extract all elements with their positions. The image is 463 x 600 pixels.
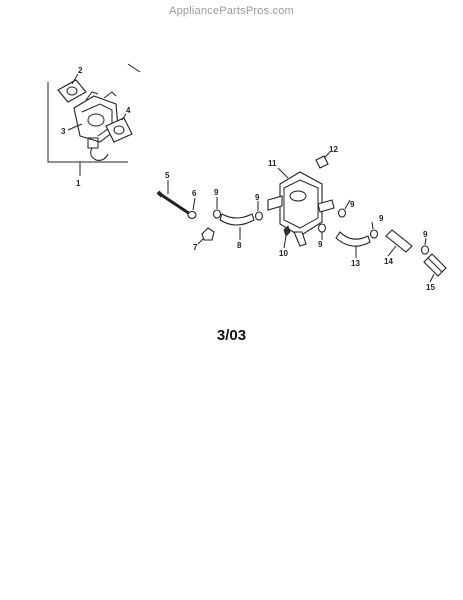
callout-9a: 9 (214, 188, 219, 197)
callout-9c: 9 (350, 200, 355, 209)
callout-5: 5 (165, 171, 170, 180)
callout-14: 14 (384, 257, 393, 266)
carburetor-assembly-group (47, 63, 141, 176)
pin-part[interactable] (283, 225, 291, 237)
bolt-group (156, 180, 197, 220)
hose-14-group (385, 229, 413, 257)
leader-10 (283, 235, 287, 249)
callout-6: 6 (192, 189, 197, 198)
callout-9f: 9 (423, 230, 428, 239)
leader-12 (323, 151, 331, 159)
clamp-part[interactable] (212, 209, 222, 219)
bolt-part[interactable] (159, 192, 191, 216)
date-code: 3/03 (216, 327, 247, 344)
leader-14 (387, 245, 397, 257)
pin-group (283, 225, 291, 249)
callout-labels: 1 2 3 4 5 6 7 8 9 9 9 9 9 9 10 11 12 13 … (61, 66, 435, 292)
fuel-filter-group (420, 237, 447, 283)
callout-15: 15 (426, 283, 435, 292)
callout-3: 3 (61, 127, 66, 136)
callout-11: 11 (268, 159, 277, 168)
site-watermark: AppliancePartsPros.com (169, 5, 294, 17)
clamp-part[interactable] (369, 229, 379, 239)
gasket-part[interactable] (57, 79, 87, 103)
fuel-line-wire (90, 147, 109, 161)
fuel-hose-part[interactable] (335, 231, 371, 247)
assembly-bracket (47, 82, 128, 163)
gasket-part[interactable] (105, 117, 133, 143)
fuel-pump-part[interactable] (279, 171, 323, 237)
leader-9e (371, 221, 374, 230)
callout-10: 10 (279, 249, 288, 258)
callout-9b: 9 (255, 193, 260, 202)
leader-11 (277, 167, 289, 179)
callout-8: 8 (237, 241, 242, 250)
leader-2 (71, 73, 79, 85)
leader-7 (197, 237, 205, 245)
leader-3 (67, 123, 83, 131)
clamp-part[interactable] (317, 223, 327, 233)
clip-group (197, 227, 215, 245)
callout-13: 13 (351, 259, 360, 268)
fuel-pump-group (267, 167, 335, 247)
leader-9f (424, 237, 427, 246)
washer-part[interactable] (187, 210, 197, 220)
leader-9c (344, 199, 351, 210)
pump-clamps-group (317, 199, 351, 240)
leader-4 (121, 113, 127, 121)
hose-8-group (212, 197, 264, 240)
leader-15 (429, 273, 435, 283)
clamp-part[interactable] (420, 245, 430, 255)
callout-12: 12 (329, 145, 338, 154)
clamp-part[interactable] (337, 208, 347, 218)
fuel-hose-part[interactable] (219, 213, 255, 226)
callout-9d: 9 (318, 240, 323, 249)
callout-1: 1 (76, 179, 81, 188)
fitting-group (315, 151, 331, 169)
hose-13-group (335, 221, 379, 258)
fuel-hose-part[interactable] (385, 229, 413, 253)
leader-6 (192, 197, 196, 211)
callout-2: 2 (78, 66, 83, 75)
clamp-part[interactable] (254, 211, 264, 221)
fitting-part[interactable] (315, 155, 329, 169)
callout-9e: 9 (379, 214, 384, 223)
callout-7: 7 (193, 243, 198, 252)
callout-4: 4 (126, 106, 131, 115)
assembly-bracket-corner (127, 63, 141, 73)
